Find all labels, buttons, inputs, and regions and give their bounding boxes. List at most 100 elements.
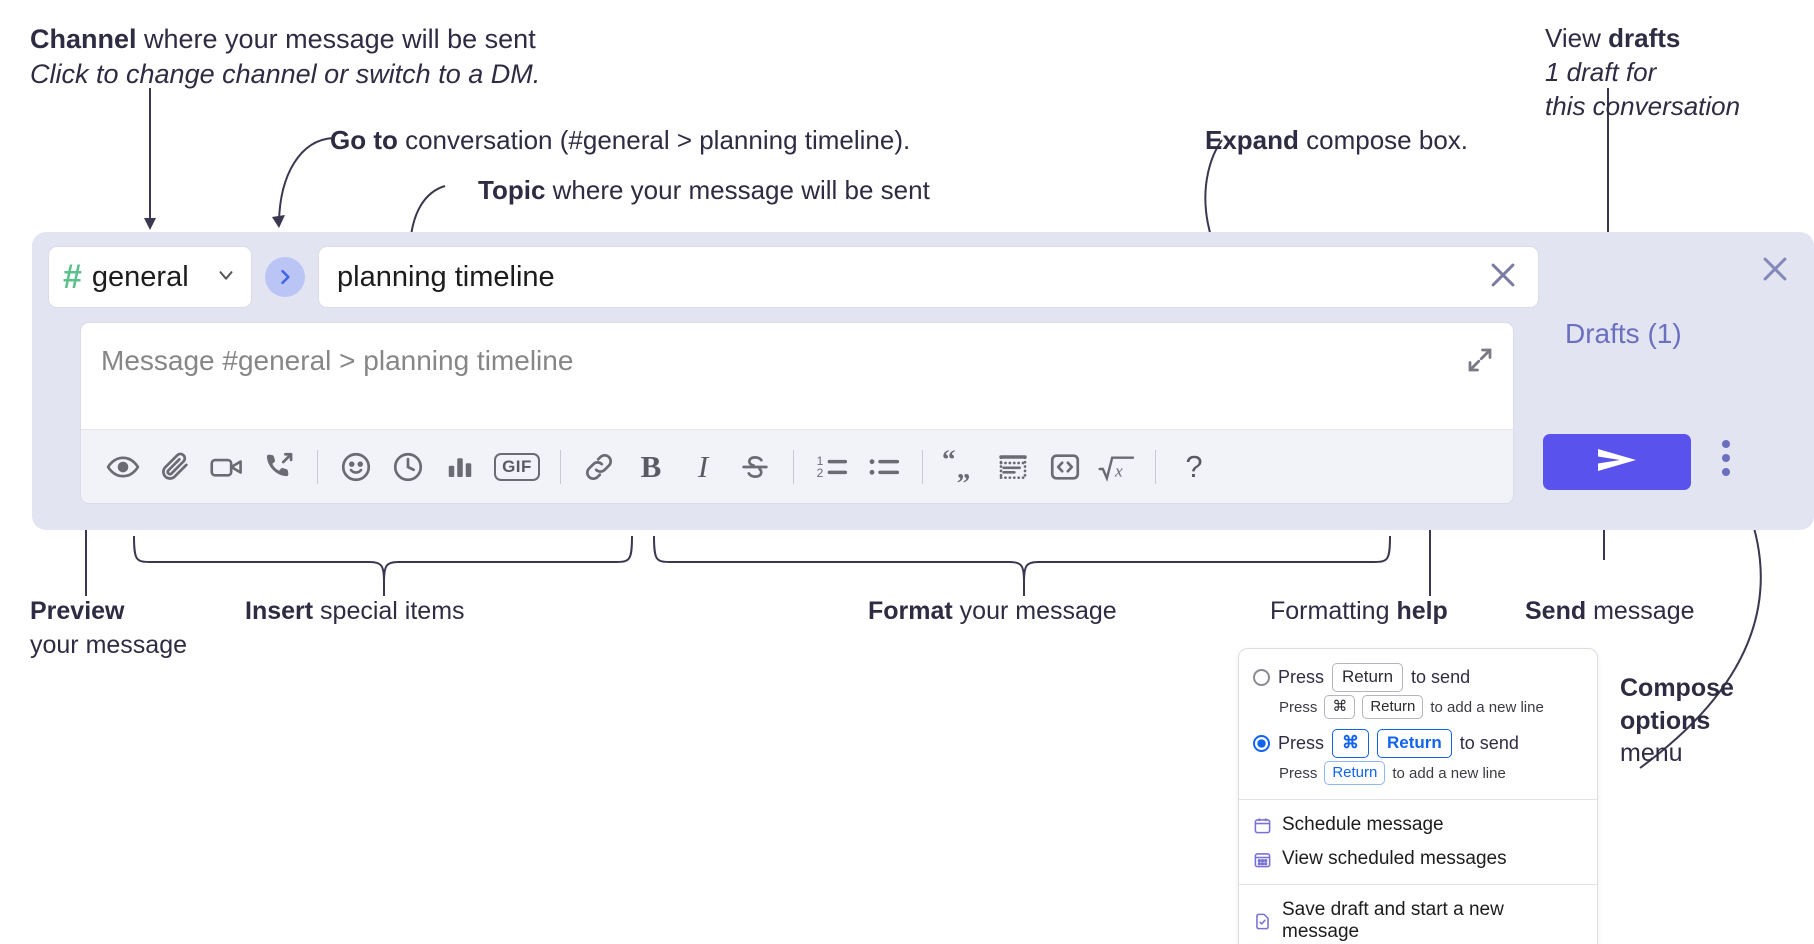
annotation-insert: Insert special items xyxy=(245,595,465,627)
annotation-send: Send message xyxy=(1525,595,1695,627)
close-icon[interactable] xyxy=(1486,258,1520,297)
topic-value: planning timeline xyxy=(337,260,555,293)
key-return: Return xyxy=(1324,761,1386,786)
annotation-drafts-line2: 1 draft for xyxy=(1545,56,1657,87)
goto-conversation-button[interactable] xyxy=(265,257,305,297)
annotation-drafts: View drafts 1 draft for this conversatio… xyxy=(1545,22,1740,123)
formatting-toolbar: GIF B I 1 xyxy=(81,429,1513,503)
svg-text:2: 2 xyxy=(817,466,824,480)
divider xyxy=(1239,799,1597,801)
poll-icon[interactable] xyxy=(434,441,486,493)
key-command: ⌘ xyxy=(1332,729,1370,759)
key-return: Return xyxy=(1377,729,1452,759)
help-icon[interactable]: ? xyxy=(1168,441,1220,493)
bold-icon[interactable]: B xyxy=(625,441,677,493)
annotation-channel-rest: where your message will be sent xyxy=(136,24,536,54)
attachment-icon[interactable] xyxy=(149,441,201,493)
annotation-compose-line3: menu xyxy=(1620,739,1683,767)
annotation-channel-bold: Channel xyxy=(30,24,137,54)
strikethrough-icon[interactable] xyxy=(729,441,781,493)
divider xyxy=(1155,449,1156,484)
code-snippet-icon[interactable] xyxy=(1039,441,1091,493)
drafts-link[interactable]: Drafts (1) xyxy=(1565,318,1682,349)
annotation-drafts-line3: this conversation xyxy=(1545,90,1741,121)
annotation-expand: Expand compose box. xyxy=(1205,124,1468,157)
math-icon[interactable]: x xyxy=(1091,441,1143,493)
annotation-compose-bold2: options xyxy=(1620,706,1711,735)
annotation-topic-bold: Topic xyxy=(478,175,546,205)
annotation-channel: Channel where your message will be sent … xyxy=(30,22,540,91)
topic-input[interactable]: planning timeline xyxy=(318,246,1539,308)
divider xyxy=(922,449,923,484)
radio-unselected[interactable] xyxy=(1253,668,1270,686)
radio-selected[interactable] xyxy=(1253,735,1270,753)
option1-press: Press xyxy=(1278,666,1325,687)
key-return: Return xyxy=(1362,694,1424,720)
annotation-insert-bold: Insert xyxy=(245,597,314,625)
divider xyxy=(1239,884,1597,886)
code-block-icon[interactable] xyxy=(987,441,1039,493)
preview-icon[interactable] xyxy=(97,441,149,493)
send-option-cmd-return[interactable]: Press ⌘ Return to send Press Return to a… xyxy=(1239,725,1597,791)
compose-panel: # general planning timeline Message #gen… xyxy=(32,232,1814,530)
bulleted-list-icon[interactable] xyxy=(858,441,910,493)
svg-text:„: „ xyxy=(957,453,971,483)
calendar-icon xyxy=(1253,816,1272,835)
close-icon[interactable] xyxy=(1758,252,1792,291)
menu-item-label: View scheduled messages xyxy=(1282,848,1507,870)
annotation-topic: Topic where your message will be sent xyxy=(478,174,930,207)
divider xyxy=(317,449,318,484)
annotation-help-pre: Formatting xyxy=(1270,597,1397,625)
svg-text:x: x xyxy=(1114,461,1123,480)
annotation-format-rest: your message xyxy=(952,597,1117,625)
gif-label: GIF xyxy=(494,452,540,481)
menu-item-schedule-message[interactable]: Schedule message xyxy=(1239,808,1597,842)
option2-sub-rest: to add a new line xyxy=(1392,764,1506,782)
annotation-help: Formatting help xyxy=(1270,595,1448,627)
annotation-format: Format your message xyxy=(868,595,1117,627)
clock-icon[interactable] xyxy=(382,441,434,493)
channel-selector[interactable]: # general xyxy=(48,246,252,308)
emoji-icon[interactable] xyxy=(330,441,382,493)
document-check-icon xyxy=(1253,912,1272,931)
chevron-down-icon xyxy=(215,264,237,291)
link-icon[interactable] xyxy=(573,441,625,493)
annotation-send-rest: message xyxy=(1586,597,1695,625)
option2-subtext: Press Return to add a new line xyxy=(1253,758,1583,791)
option1-subtext: Press ⌘ Return to add a new line xyxy=(1253,692,1583,725)
send-button[interactable] xyxy=(1543,434,1691,490)
annotation-goto-bold: Go to xyxy=(330,125,398,155)
annotation-format-bold: Format xyxy=(868,597,953,625)
channel-name: general xyxy=(91,260,189,293)
expand-icon[interactable] xyxy=(1465,345,1495,380)
phone-forward-icon[interactable] xyxy=(253,441,305,493)
annotation-expand-rest: compose box. xyxy=(1298,125,1469,155)
calendar-grid-icon xyxy=(1253,850,1272,869)
svg-text:1: 1 xyxy=(817,454,824,468)
annotation-help-bold: help xyxy=(1396,597,1448,625)
menu-item-label: Schedule message xyxy=(1282,814,1444,836)
annotation-preview-bold: Preview xyxy=(30,597,125,625)
divider xyxy=(793,449,794,484)
italic-icon[interactable]: I xyxy=(677,441,729,493)
option2-sub-press: Press xyxy=(1279,764,1318,782)
annotation-preview-line2: your message xyxy=(30,630,188,659)
annotation-drafts-pre: View xyxy=(1545,23,1609,53)
menu-item-view-scheduled[interactable]: View scheduled messages xyxy=(1239,842,1597,876)
annotation-compose-bold1: Compose xyxy=(1620,674,1734,702)
more-vertical-icon[interactable] xyxy=(1722,440,1730,476)
blockquote-icon[interactable]: “ „ xyxy=(935,441,987,493)
send-option-return[interactable]: Press Return to send Press ⌘ Return to a… xyxy=(1239,659,1597,725)
message-placeholder: Message #general > planning timeline xyxy=(101,345,574,376)
menu-item-label: Save draft and start a new message xyxy=(1282,899,1504,943)
option1-sub-rest: to add a new line xyxy=(1430,698,1544,716)
gif-icon[interactable]: GIF xyxy=(486,441,548,493)
message-compose-box[interactable]: Message #general > planning timeline xyxy=(80,322,1514,504)
video-icon[interactable] xyxy=(201,441,253,493)
option1-sub-press: Press xyxy=(1279,698,1318,716)
annotation-expand-bold: Expand xyxy=(1205,125,1299,155)
send-paper-plane-icon xyxy=(1594,445,1640,480)
svg-text:“: “ xyxy=(942,450,956,474)
ordered-list-icon[interactable]: 1 2 xyxy=(806,441,858,493)
menu-item-save-draft[interactable]: Save draft and start a new message xyxy=(1239,893,1597,944)
